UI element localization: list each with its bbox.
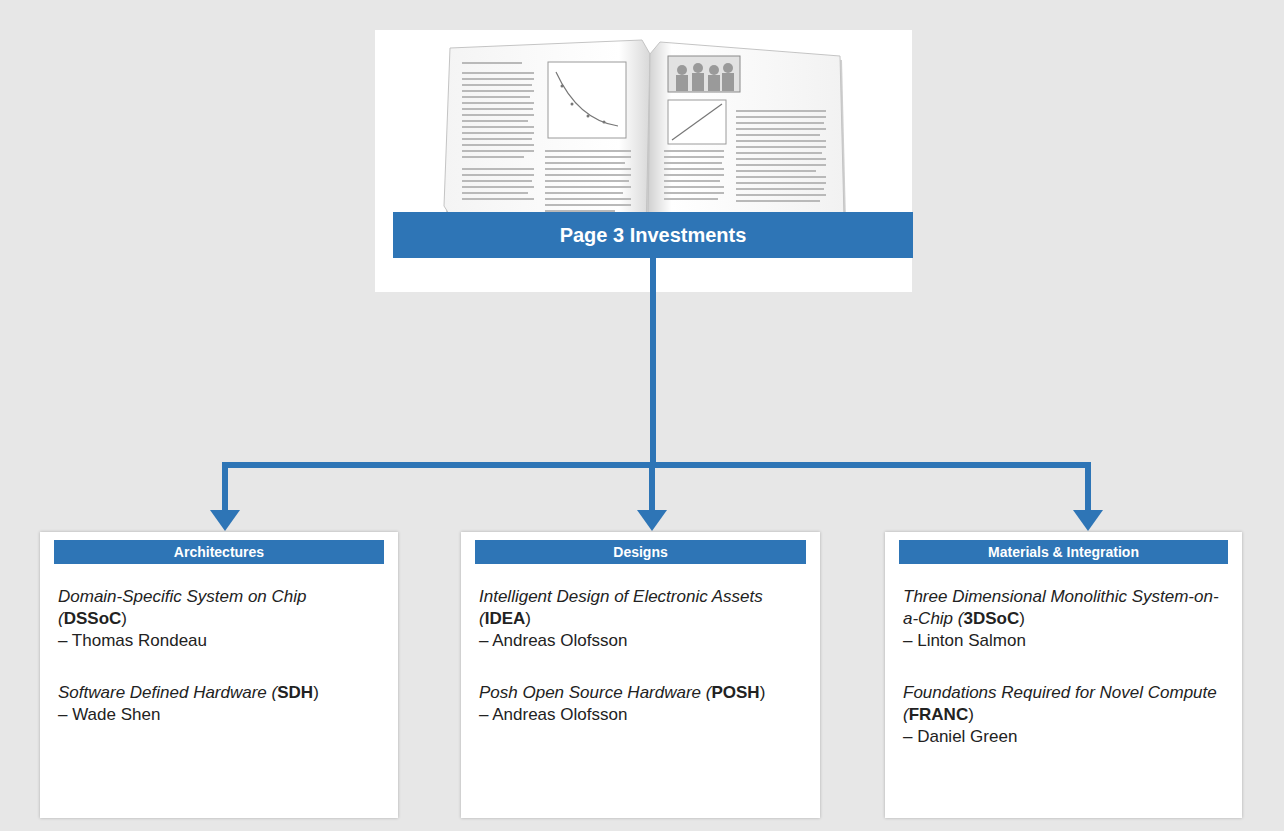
program-acronym: FRANC: [909, 705, 969, 724]
program-title: Intelligent Design of Electronic Assets …: [475, 586, 806, 630]
program-manager: – Andreas Olofsson: [475, 630, 806, 652]
program-manager: – Linton Salmon: [899, 630, 1228, 652]
bracket: ): [313, 683, 319, 702]
program-acronym: IDEA: [485, 609, 526, 628]
title-text: Page 3 Investments: [560, 224, 747, 247]
bracket: ): [760, 683, 766, 702]
program-acronym: DSSoC: [64, 609, 122, 628]
program-name: Three Dimensional Monolithic System-on-a…: [903, 587, 1219, 628]
branch-arrow: [653, 258, 1103, 531]
program-title: Posh Open Source Hardware (POSH): [475, 682, 806, 704]
program-acronym: 3DSoC: [963, 609, 1019, 628]
bracket: ): [1019, 609, 1025, 628]
program-acronym: POSH: [711, 683, 759, 702]
program-box: DesignsIntelligent Design of Electronic …: [461, 532, 820, 818]
connector-line: [225, 258, 653, 512]
program-title: Software Defined Hardware (SDH): [54, 682, 384, 704]
program-box: ArchitecturesDomain-Specific System on C…: [40, 532, 398, 818]
category-header: Architectures: [54, 540, 384, 564]
bracket: ): [525, 609, 531, 628]
branch-arrow: [210, 258, 653, 531]
category-header: Materials & Integration: [899, 540, 1228, 564]
program-acronym: SDH: [277, 683, 313, 702]
bracket: ): [121, 609, 127, 628]
arrow-head: [1073, 510, 1103, 531]
program-manager: – Thomas Rondeau: [54, 630, 384, 652]
category-header: Designs: [475, 540, 806, 564]
bracket: ): [968, 705, 974, 724]
program-title: Domain-Specific System on Chip (DSSoC): [54, 586, 384, 630]
program-name: Posh Open Source Hardware (: [479, 683, 711, 702]
program-box: Materials & IntegrationThree Dimensional…: [885, 532, 1242, 818]
program-manager: – Wade Shen: [54, 704, 384, 726]
program-title: Three Dimensional Monolithic System-on-a…: [899, 586, 1228, 630]
image-panel: [375, 30, 912, 292]
program-name: Software Defined Hardware (: [58, 683, 277, 702]
open-book: [444, 40, 846, 238]
connector-line: [653, 258, 1088, 512]
arrow-head: [210, 510, 240, 531]
program-manager: – Andreas Olofsson: [475, 704, 806, 726]
program-title: Foundations Required for Novel Compute (…: [899, 682, 1228, 726]
title-band: Page 3 Investments: [393, 212, 913, 258]
arrow-head: [637, 510, 667, 531]
program-manager: – Daniel Green: [899, 726, 1228, 748]
